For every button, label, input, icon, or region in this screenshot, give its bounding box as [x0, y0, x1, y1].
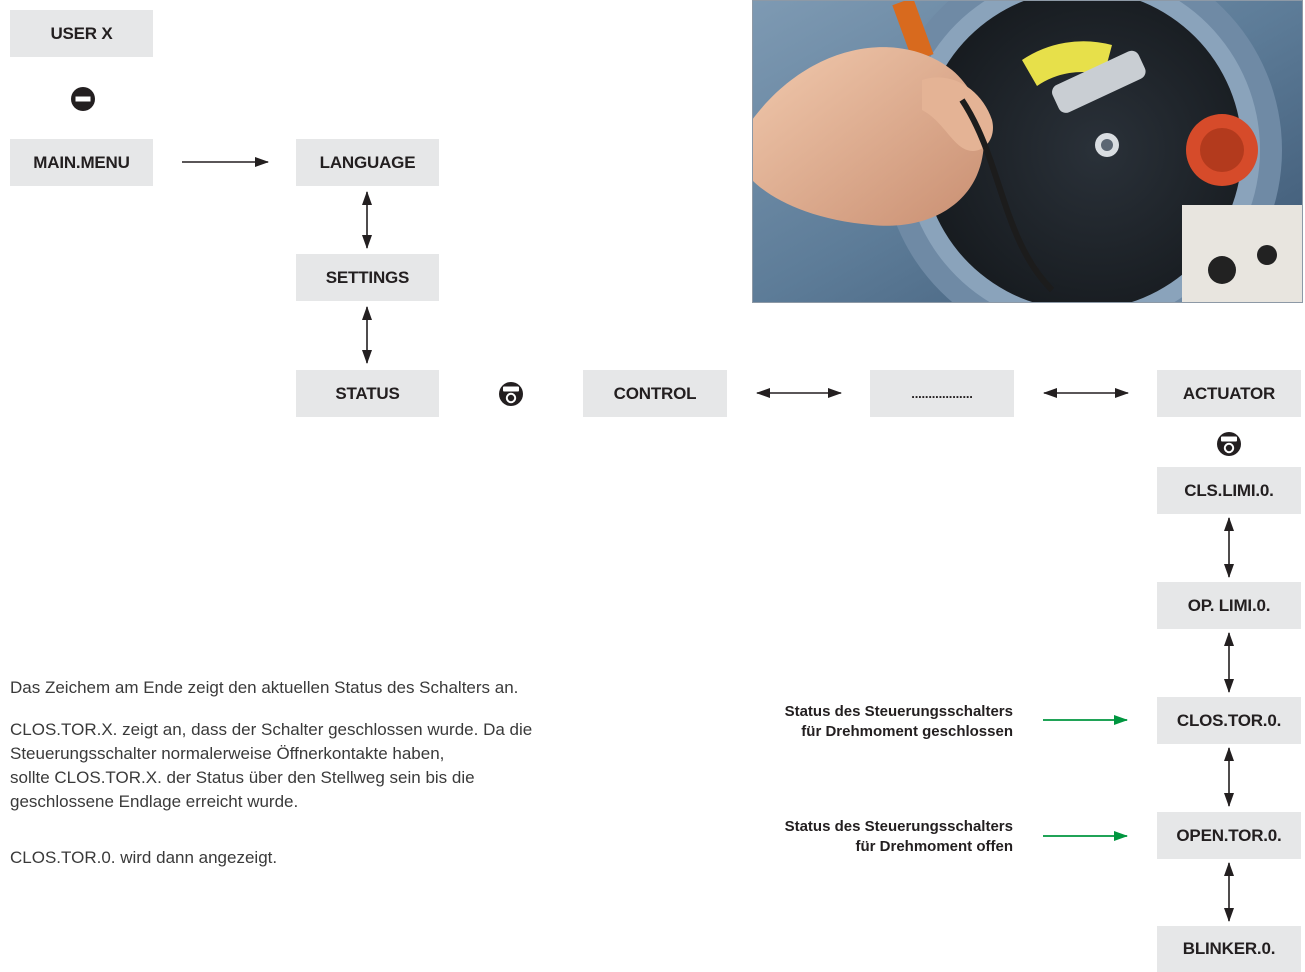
ellipsis-label: .................. — [911, 386, 973, 401]
language-box: LANGUAGE — [296, 139, 439, 186]
control-box: CONTROL — [583, 370, 727, 417]
user-x-label: USER X — [50, 23, 113, 43]
clos-tor-box: CLOS.TOR.0. — [1157, 697, 1301, 744]
rotary-knob-icon — [498, 381, 524, 412]
paragraph-2: CLOS.TOR.X. zeigt an, dass der Schalter … — [10, 718, 630, 814]
rotary-knob-icon — [1216, 431, 1242, 462]
settings-label: SETTINGS — [325, 267, 410, 287]
actuator-photo — [752, 0, 1303, 303]
open-tor-box: OPEN.TOR.0. — [1157, 812, 1301, 859]
control-label: CONTROL — [613, 383, 697, 403]
actuator-box: ACTUATOR — [1157, 370, 1301, 417]
actuator-label: ACTUATOR — [1182, 383, 1276, 403]
torque-closed-line1: Status des Steuerungsschalters — [784, 703, 1013, 720]
ellipsis-box: .................. — [870, 370, 1014, 417]
blinker-box: BLINKER.0. — [1157, 926, 1301, 972]
op-limi-label: OP. LIMI.0. — [1187, 595, 1271, 615]
paragraph-2-line-4: geschlossene Endlage erreicht wurde. — [10, 792, 299, 811]
cls-limi-box: CLS.LIMI.0. — [1157, 467, 1301, 514]
op-limi-box: OP. LIMI.0. — [1157, 582, 1301, 629]
cls-limi-label: CLS.LIMI.0. — [1184, 480, 1274, 500]
paragraph-2-line-1: CLOS.TOR.X. zeigt an, dass der Schalter … — [10, 720, 533, 739]
main-menu-box: MAIN.MENU — [10, 139, 153, 186]
blinker-label: BLINKER.0. — [1182, 939, 1276, 958]
torque-closed-line2: für Drehmoment geschlossen — [801, 723, 1013, 740]
paragraph-2-line-3: sollte CLOS.TOR.X. der Status über den S… — [10, 768, 475, 787]
paragraph-2-line-2: Steuerungsschalter normalerweise Öffnerk… — [10, 744, 445, 763]
user-x-box: USER X — [10, 10, 153, 57]
torque-closed-note: Status des Steuerungsschalters für Drehm… — [690, 702, 1013, 742]
main-menu-label: MAIN.MENU — [33, 152, 130, 172]
torque-open-line1: Status des Steuerungsschalters — [784, 818, 1013, 835]
clos-tor-label: CLOS.TOR.0. — [1176, 710, 1282, 730]
settings-box: SETTINGS — [296, 254, 439, 301]
open-tor-label: OPEN.TOR.0. — [1176, 825, 1282, 845]
status-label: STATUS — [335, 383, 400, 403]
minus-button-icon — [70, 86, 96, 117]
paragraph-3: CLOS.TOR.0. wird dann angezeigt. — [10, 848, 278, 867]
status-box: STATUS — [296, 370, 439, 417]
torque-open-note: Status des Steuerungsschalters für Drehm… — [690, 817, 1013, 857]
paragraph-1: Das Zeichem am Ende zeigt den aktuellen … — [10, 678, 519, 697]
language-label: LANGUAGE — [319, 152, 416, 172]
torque-open-line2: für Drehmoment offen — [855, 838, 1014, 855]
